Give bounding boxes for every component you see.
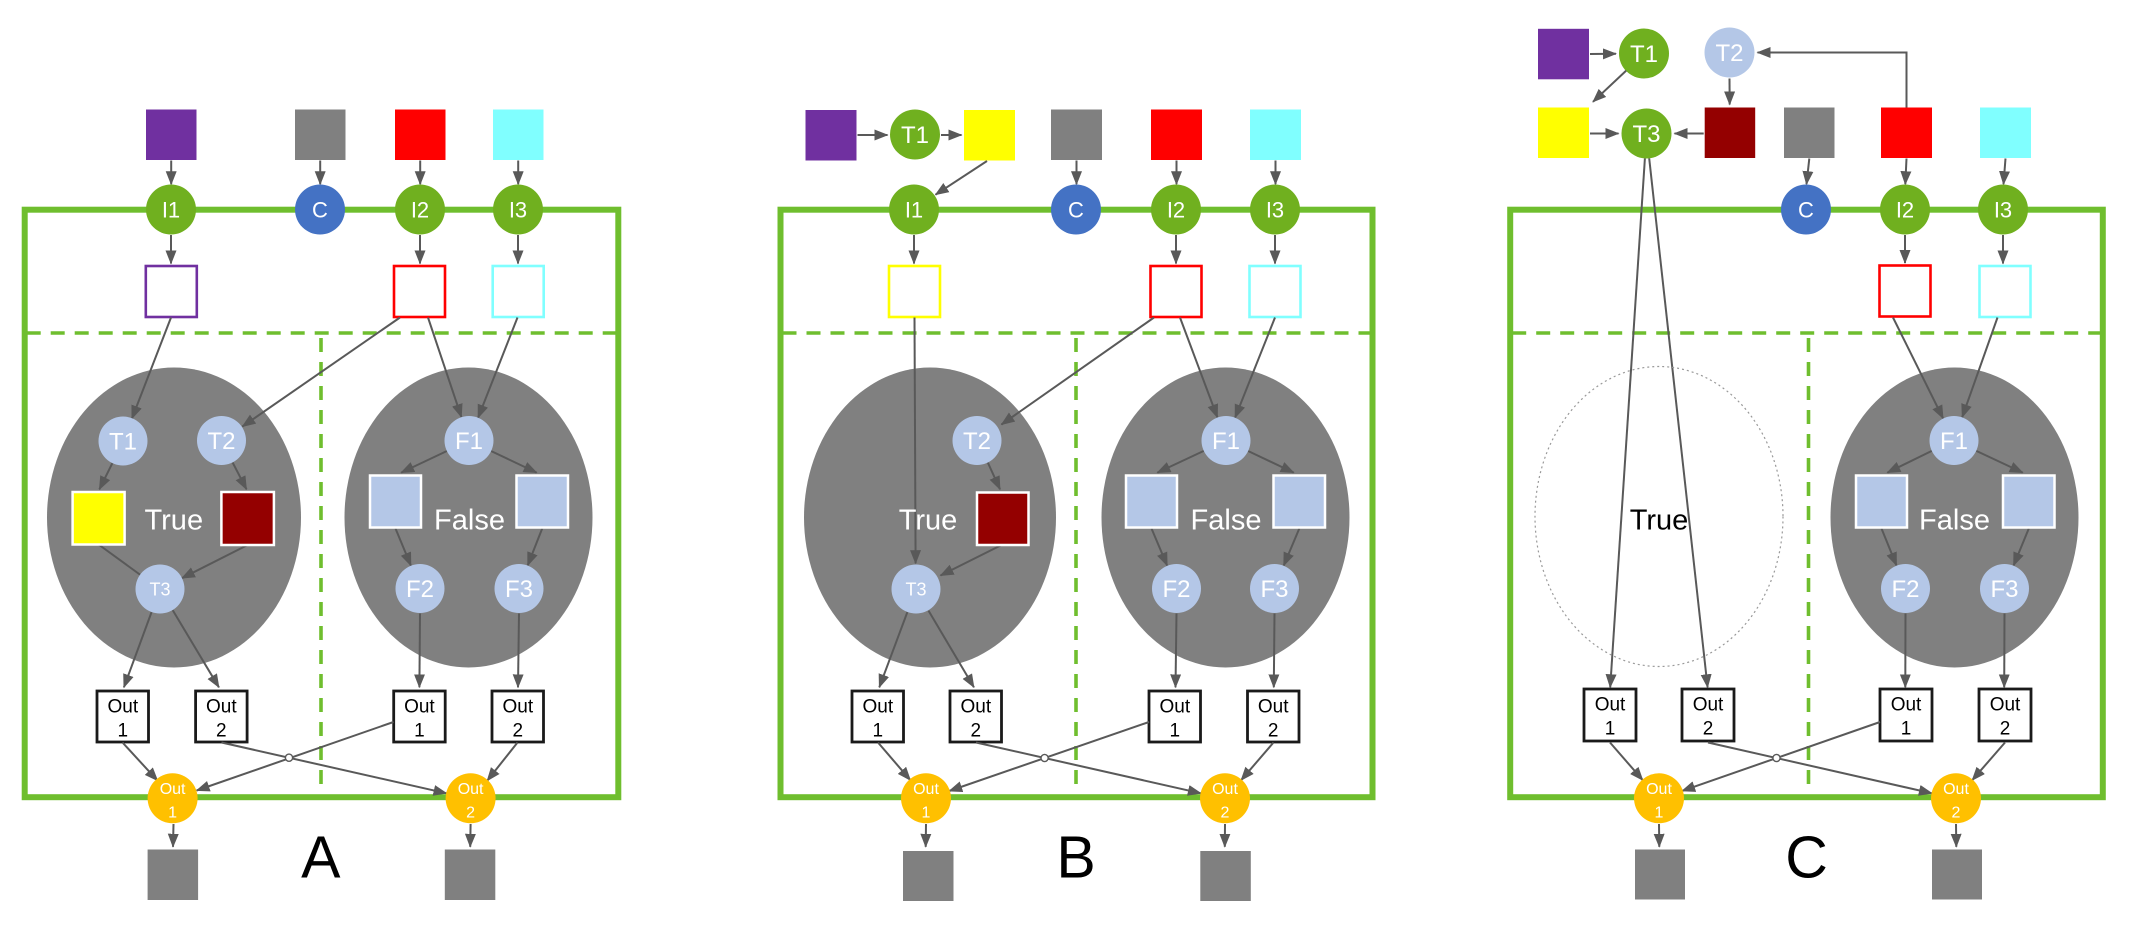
svg-text:T3: T3: [905, 579, 926, 599]
svg-text:2: 2: [1703, 718, 1714, 739]
svg-text:True: True: [145, 505, 204, 537]
svg-text:Out: Out: [1693, 695, 1724, 716]
svg-text:Out: Out: [1159, 697, 1190, 718]
svg-text:F3: F3: [505, 576, 533, 603]
svg-text:2: 2: [2000, 718, 2011, 739]
svg-text:Out: Out: [206, 697, 237, 718]
svg-text:C: C: [312, 197, 328, 222]
svg-text:T2: T2: [1715, 40, 1743, 67]
svg-text:1: 1: [1901, 718, 1912, 739]
svg-text:1: 1: [1655, 804, 1664, 821]
svg-text:1: 1: [168, 804, 177, 821]
svg-text:F1: F1: [1940, 428, 1968, 455]
svg-text:False: False: [1919, 505, 1990, 537]
svg-text:2: 2: [216, 720, 227, 741]
svg-text:Out: Out: [160, 781, 186, 798]
svg-text:True: True: [899, 505, 958, 537]
svg-text:False: False: [434, 505, 505, 537]
svg-text:F2: F2: [1891, 576, 1919, 603]
svg-text:1: 1: [1170, 720, 1181, 741]
svg-text:T1: T1: [901, 122, 929, 149]
svg-text:1: 1: [414, 720, 425, 741]
svg-text:Out: Out: [1891, 695, 1922, 716]
svg-text:False: False: [1191, 505, 1262, 537]
svg-text:Out: Out: [1258, 697, 1289, 718]
svg-text:T2: T2: [207, 428, 235, 455]
svg-text:Out: Out: [862, 697, 893, 718]
svg-text:I3: I3: [509, 197, 527, 222]
svg-text:T1: T1: [109, 429, 137, 456]
svg-text:Out: Out: [1595, 695, 1626, 716]
svg-text:I1: I1: [905, 197, 923, 222]
svg-text:F2: F2: [1162, 576, 1190, 603]
svg-text:2: 2: [1268, 720, 1279, 741]
svg-text:I2: I2: [411, 197, 429, 222]
svg-text:Out: Out: [458, 781, 484, 798]
svg-text:Out: Out: [1943, 781, 1969, 798]
svg-text:1: 1: [922, 804, 931, 821]
svg-text:C: C: [1798, 197, 1814, 222]
svg-text:1: 1: [1605, 718, 1616, 739]
svg-text:Out: Out: [913, 781, 939, 798]
svg-text:I2: I2: [1896, 197, 1914, 222]
svg-text:F3: F3: [1990, 576, 2018, 603]
svg-text:I2: I2: [1167, 197, 1185, 222]
svg-text:Out: Out: [960, 697, 991, 718]
svg-text:I3: I3: [1266, 197, 1284, 222]
svg-text:B: B: [1056, 825, 1095, 891]
svg-text:Out: Out: [1646, 781, 1672, 798]
svg-text:T1: T1: [1630, 41, 1658, 68]
svg-text:C: C: [1785, 825, 1828, 891]
svg-text:2: 2: [513, 720, 524, 741]
svg-text:1: 1: [118, 720, 129, 741]
svg-text:Out: Out: [1990, 695, 2021, 716]
svg-text:T2: T2: [963, 428, 991, 455]
svg-text:2: 2: [1221, 804, 1230, 821]
svg-text:F3: F3: [1260, 576, 1288, 603]
svg-text:F1: F1: [1212, 428, 1240, 455]
svg-text:A: A: [301, 825, 341, 891]
svg-text:I1: I1: [162, 197, 180, 222]
svg-text:Out: Out: [107, 697, 138, 718]
svg-text:I3: I3: [1994, 197, 2012, 222]
svg-text:True: True: [1630, 505, 1689, 537]
svg-text:Out: Out: [502, 697, 533, 718]
svg-text:F1: F1: [455, 428, 483, 455]
svg-text:F2: F2: [406, 576, 434, 603]
svg-text:2: 2: [1952, 804, 1961, 821]
svg-text:C: C: [1068, 197, 1084, 222]
svg-text:T3: T3: [1632, 121, 1660, 148]
svg-text:2: 2: [971, 720, 982, 741]
svg-text:1: 1: [873, 720, 884, 741]
svg-text:2: 2: [466, 804, 475, 821]
svg-text:Out: Out: [1212, 781, 1238, 798]
svg-text:Out: Out: [404, 697, 435, 718]
svg-text:T3: T3: [149, 579, 170, 599]
